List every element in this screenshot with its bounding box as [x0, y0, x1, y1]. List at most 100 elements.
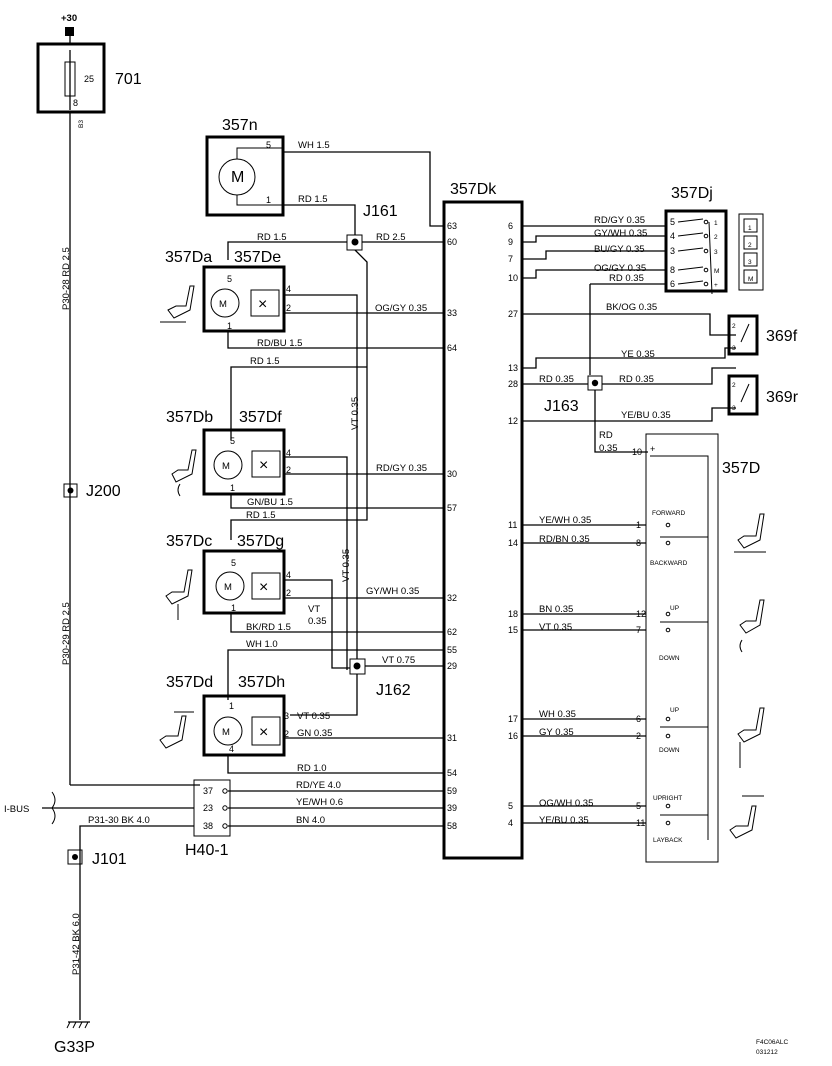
ground-section: J101 P31-42 BK 6.0 G33P [54, 849, 127, 1056]
wire-bn035: BN 0.35 [539, 604, 573, 615]
pin: 4 [286, 448, 291, 458]
dj-out: M [714, 268, 719, 275]
supply-terminal [65, 27, 74, 36]
label-357dg: 357Dg [237, 533, 284, 550]
wire-yewh2: YE/WH 0.35 [539, 515, 591, 526]
wire-gn035: GN 0.35 [297, 728, 332, 739]
wire-rd035a: RD 0.35 [609, 273, 644, 284]
wire-vt-vertical-2: VT 0.35 [341, 549, 352, 582]
joint-j161: J161 RD 2.5 RD 1.5 [227, 203, 444, 260]
wire-gywh: GY/WH 0.35 [366, 586, 419, 597]
label-j163: J163 [544, 398, 579, 415]
wire-rdgy2: RD/GY 0.35 [594, 215, 645, 226]
wire-bn40: BN 4.0 [296, 815, 325, 826]
dj-terminal [703, 219, 709, 225]
wire-wh10: WH 1.0 [246, 639, 278, 650]
pin: 4 [286, 284, 291, 294]
dk-pin: 31 [447, 733, 457, 743]
dk-pin: 63 [447, 221, 457, 231]
wire-rd15b: RD 1.5 [257, 232, 287, 243]
motor-symbol: M [224, 582, 232, 593]
motor-357db: 357Db 357Df M × 5 1 4 2 RD/GY 0.35 GN/BU… [166, 409, 444, 670]
label-357db: 357Db [166, 409, 213, 426]
wire-vt-val: 0.35 [308, 616, 327, 627]
dk-pin: 10 [508, 273, 518, 283]
wire-p31-42: P31-42 BK 6.0 [71, 913, 82, 975]
label-357dh: 357Dh [238, 674, 285, 691]
wire-rdbn: RD/BN 0.35 [539, 534, 590, 545]
joint-j163: RD 0.35 RD 0.35 J163 RD 0.35 [522, 367, 736, 454]
dk-pin: 39 [447, 803, 457, 813]
dk-pin: 64 [447, 343, 457, 353]
wire-gy035: GY 0.35 [539, 727, 574, 738]
wire-vt-lbl: VT [308, 604, 320, 615]
pin: 3 [284, 711, 289, 721]
dj-terminal [703, 281, 709, 287]
switch-369f: 2 3 369f [727, 314, 798, 356]
d-wiring: YE/WH 0.35 RD/BN 0.35 BN 0.35 VT 0.35 WH… [522, 515, 646, 826]
dj-contact [677, 280, 704, 285]
label-j162: J162 [376, 682, 411, 699]
label-357dd: 357Dd [166, 674, 213, 691]
pin: 5 [230, 436, 235, 446]
dk-pin: 11 [508, 520, 517, 530]
ground-label: G33P [54, 1039, 95, 1056]
label-701: 701 [115, 71, 142, 88]
dj-contact [677, 266, 704, 271]
wire-rd10: RD 1.0 [297, 763, 327, 774]
wire-p30-28: P30-28 RD 2.5 [61, 247, 72, 310]
dk-pin: 4 [508, 818, 513, 828]
wire-rd035b: RD 0.35 [539, 374, 574, 385]
label-j161: J161 [363, 203, 398, 220]
label-357dk: 357Dk [450, 181, 497, 198]
pin: 1 [266, 195, 271, 205]
pin: 2 [286, 588, 291, 598]
label-369r: 369r [766, 389, 799, 406]
pin: 2 [286, 303, 291, 313]
joint-j162: VT 0.75 J162 [290, 655, 444, 716]
memory-key[interactable] [743, 218, 758, 233]
wire-rd15a: RD 1.5 [298, 194, 328, 205]
supply-label: +30 [61, 13, 77, 24]
pin: 2 [284, 729, 289, 739]
fuse-out: B3 [78, 120, 85, 128]
dj-pin: 8 [670, 265, 675, 275]
j200-joint [63, 483, 78, 498]
label-up1: UP [670, 605, 679, 612]
wire-bkrd: BK/RD 1.5 [246, 622, 291, 633]
dk-pin: 60 [447, 237, 457, 247]
seat-icon [171, 449, 197, 497]
label-forward: FORWARD [652, 510, 686, 517]
wire-yebu: YE/BU 0.35 [621, 410, 671, 421]
pin: 1 [231, 603, 236, 613]
wire-gywh2: GY/WH 0.35 [594, 228, 647, 239]
dk-pin: 57 [447, 503, 457, 513]
memory-key[interactable] [743, 235, 758, 250]
pot-symbol: × [259, 457, 268, 474]
pin: 5 [231, 558, 236, 568]
dk-pin: 16 [508, 731, 518, 741]
label-down1: DOWN [659, 655, 680, 662]
dk-pin: 27 [508, 309, 518, 319]
dk-pin: 28 [508, 379, 518, 389]
label-357n: 357n [222, 117, 258, 134]
pot-symbol: × [259, 579, 268, 596]
seat-icon [165, 569, 193, 620]
supply-section: +30 25 8 701 B3 P30-28 RD 2.5 J200 P30-2… [36, 13, 200, 786]
dj-pin: 3 [670, 246, 675, 256]
memory-keys-panel [738, 213, 764, 291]
motor-357dc: 357Dc 357Dg M × 5 1 4 2 GY/WH 0.35 VT 0.… [166, 533, 444, 669]
dj-pin: 5 [670, 217, 675, 227]
wire-wh15: WH 1.5 [298, 140, 330, 151]
fuse-pin: 8 [73, 98, 78, 108]
memory-key[interactable] [743, 252, 758, 267]
label-357da: 357Da [165, 249, 212, 266]
wire-ye035: YE 0.35 [621, 349, 655, 360]
pin: 1 [227, 321, 232, 331]
memory-key[interactable] [743, 269, 758, 284]
